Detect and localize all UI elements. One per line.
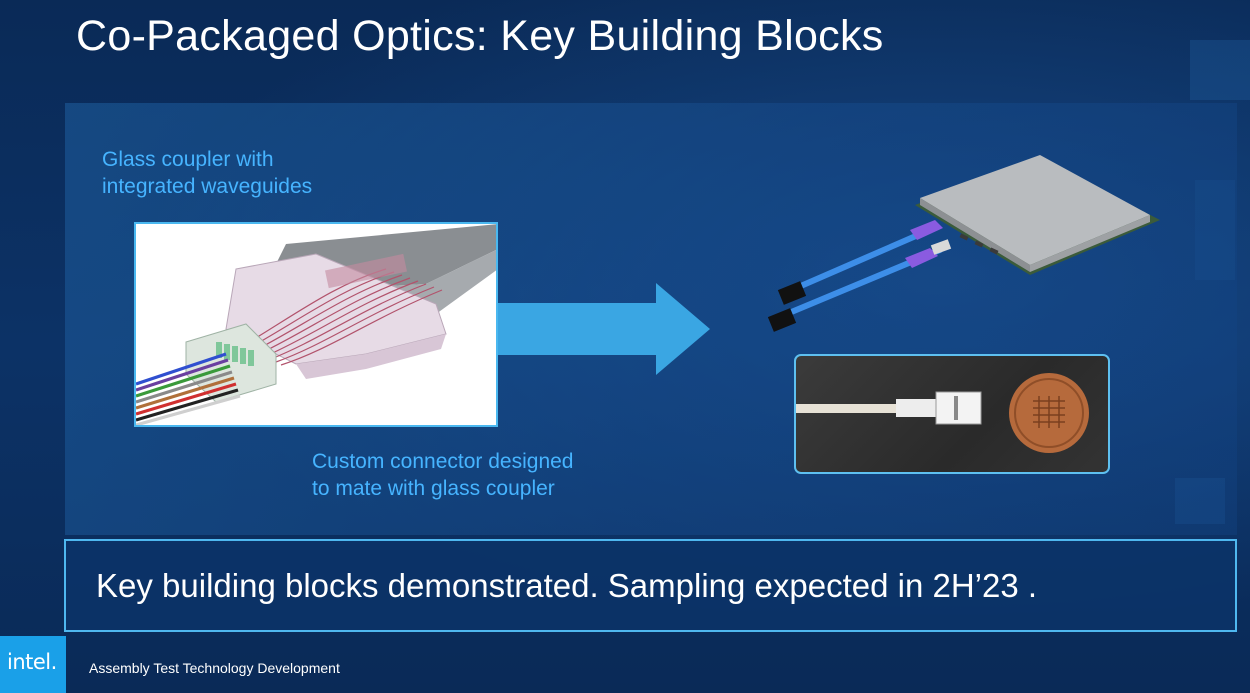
- connector-with-coin-photo: [794, 354, 1110, 474]
- glass-coupler-illustration: [134, 222, 498, 427]
- coupler-caption-line: Glass coupler with: [102, 148, 274, 171]
- bg-tile: [1190, 40, 1250, 100]
- connector-caption-line: to mate with glass coupler: [312, 477, 555, 500]
- intel-logo: intel.: [0, 636, 66, 693]
- summary-banner: Key building blocks demonstrated. Sampli…: [64, 539, 1237, 632]
- slide-title: Co-Packaged Optics: Key Building Blocks: [76, 12, 884, 60]
- coupler-caption: Glass coupler with integrated waveguides: [102, 146, 312, 200]
- footer-text: Assembly Test Technology Development: [89, 660, 340, 676]
- connector-caption-line: Custom connector designed: [312, 450, 574, 473]
- summary-text: Key building blocks demonstrated. Sampli…: [96, 567, 1038, 604]
- glass-coupler-drawing: [136, 224, 496, 425]
- connector-caption: Custom connector designed to mate with g…: [312, 448, 574, 502]
- right-arrow-icon: [498, 283, 710, 375]
- connector-photo-drawing: [796, 373, 1089, 453]
- co-packaged-chip-illustration: [767, 155, 1160, 332]
- intel-logo-text: intel.: [7, 650, 57, 674]
- coupler-caption-line: integrated waveguides: [102, 175, 313, 198]
